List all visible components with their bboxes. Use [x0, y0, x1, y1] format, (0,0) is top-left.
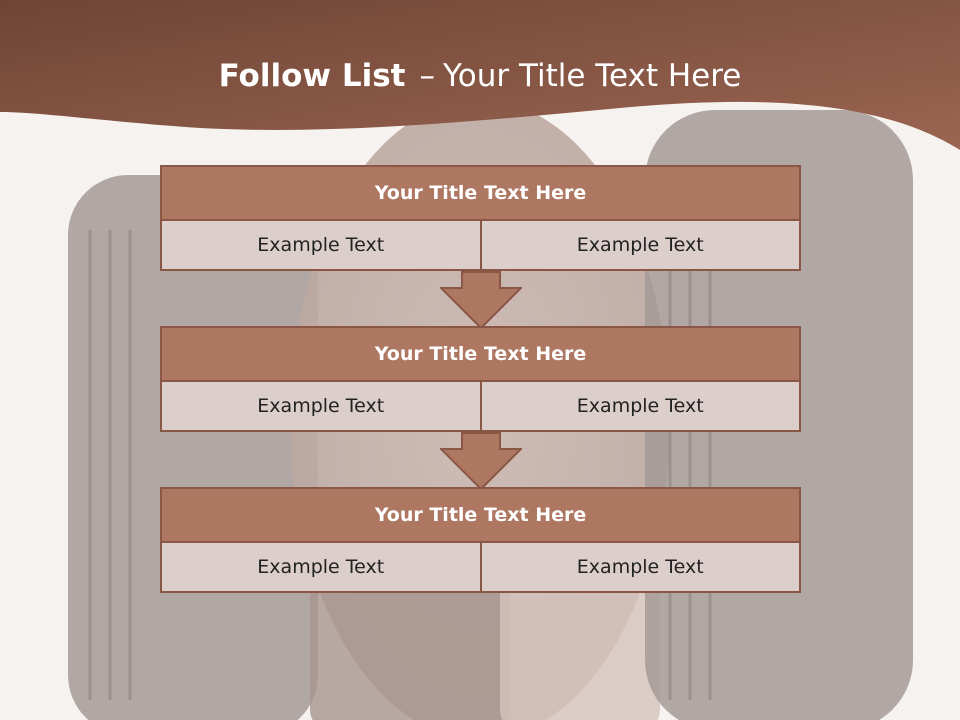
block-cell-right: Example Text [481, 382, 801, 432]
title-bold: Follow List [218, 58, 406, 94]
block-title: Your Title Text Here [160, 487, 801, 543]
block-cell-left: Example Text [160, 543, 482, 593]
block-cell-right: Example Text [481, 221, 801, 271]
block-title: Your Title Text Here [160, 326, 801, 382]
block-cell-left: Example Text [160, 382, 482, 432]
header-banner [0, 0, 960, 150]
title-separator: – [419, 58, 435, 94]
block-title: Your Title Text Here [160, 165, 801, 221]
block-cell-left: Example Text [160, 221, 482, 271]
down-arrow-icon [440, 271, 522, 329]
slide-title: Follow List–Your Title Text Here [0, 54, 960, 98]
down-arrow-icon [440, 432, 522, 490]
title-rest: Your Title Text Here [442, 58, 742, 94]
block-cell-right: Example Text [481, 543, 801, 593]
list-block-3: Your Title Text Here Example Text Exampl… [160, 487, 801, 593]
list-block-1: Your Title Text Here Example Text Exampl… [160, 165, 801, 271]
list-block-2: Your Title Text Here Example Text Exampl… [160, 326, 801, 432]
